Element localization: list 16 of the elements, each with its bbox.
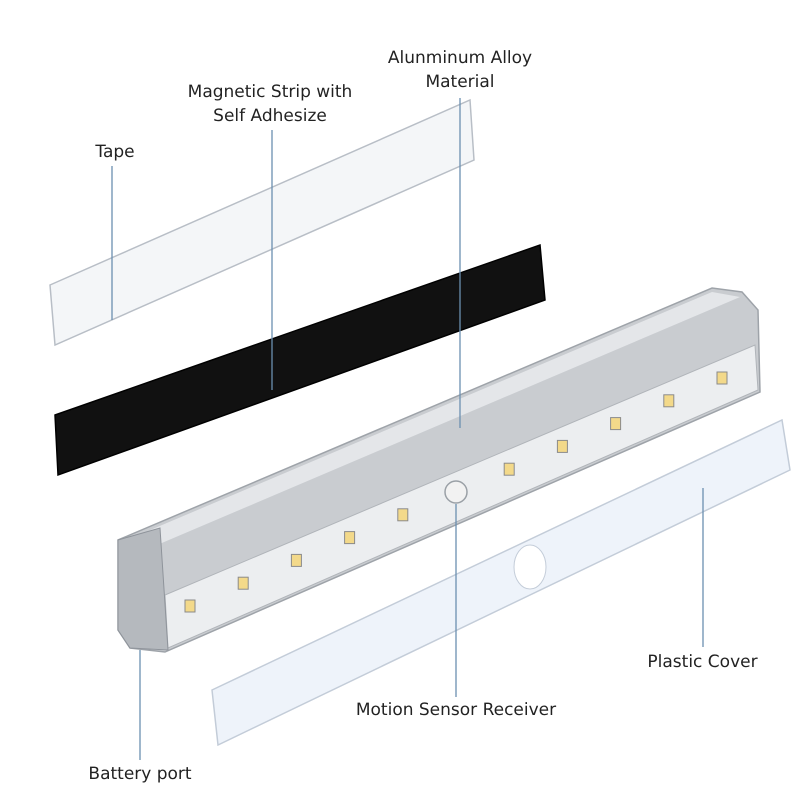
leader-line [455,504,457,697]
leader-line [271,130,273,390]
tape-strip [49,98,475,346]
part-label: Alunminum Alloy Material [370,46,550,94]
part-label: Tape [60,140,170,164]
part-label: Battery port [70,762,210,786]
magnetic-strip [54,244,546,476]
plastic-cover [211,418,791,746]
part-label: Motion Sensor Receiver [326,698,586,722]
leader-line [111,166,113,320]
part-label: Plastic Cover [630,650,775,674]
leader-line [139,650,141,760]
motion-sensor [444,480,468,504]
part-label: Magnetic Strip with Self Adhesize [170,80,370,128]
end-cap [118,527,169,651]
leader-line [702,488,704,647]
